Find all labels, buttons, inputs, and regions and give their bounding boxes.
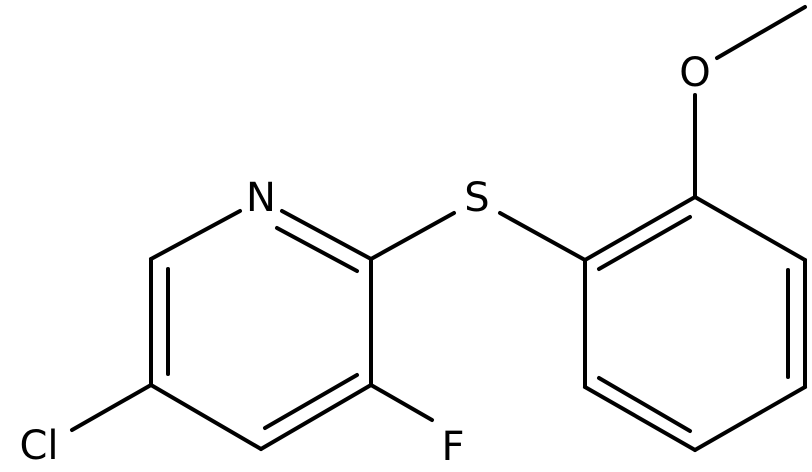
nitrogen-label: N [246,175,276,221]
bond-p1-p2-double-inner [597,215,692,271]
bond-c3-c4-double-inner [263,373,359,430]
bond-c6-n [149,209,242,261]
chlorine-label: Cl [19,423,58,469]
oxygen-label: O [679,50,710,96]
bond-c4-c5 [149,383,263,451]
bond-s-phenyl [498,211,587,262]
bond-c2-s [369,211,456,261]
bond-p5-p6-double-inner [597,376,692,433]
bond-o-methyl [715,5,807,60]
bond-c5-cl [70,383,153,432]
bond-p4-p5 [693,385,807,452]
pyridine-ring [149,209,373,451]
bond-n-c2-double-outer [280,209,373,261]
methoxyphenyl-ring [583,195,807,452]
bond-p1-p2-double-outer [583,195,697,262]
bond-p2-p3 [693,195,807,262]
bond-p5-p6-double-outer [583,385,697,452]
bond-n-c2-double-inner [275,226,359,273]
fluorine-label: F [441,424,464,470]
bond-c3-f [369,383,434,422]
bond-c3-c4-double-outer [259,383,373,451]
sulfur-label: S [464,175,489,221]
